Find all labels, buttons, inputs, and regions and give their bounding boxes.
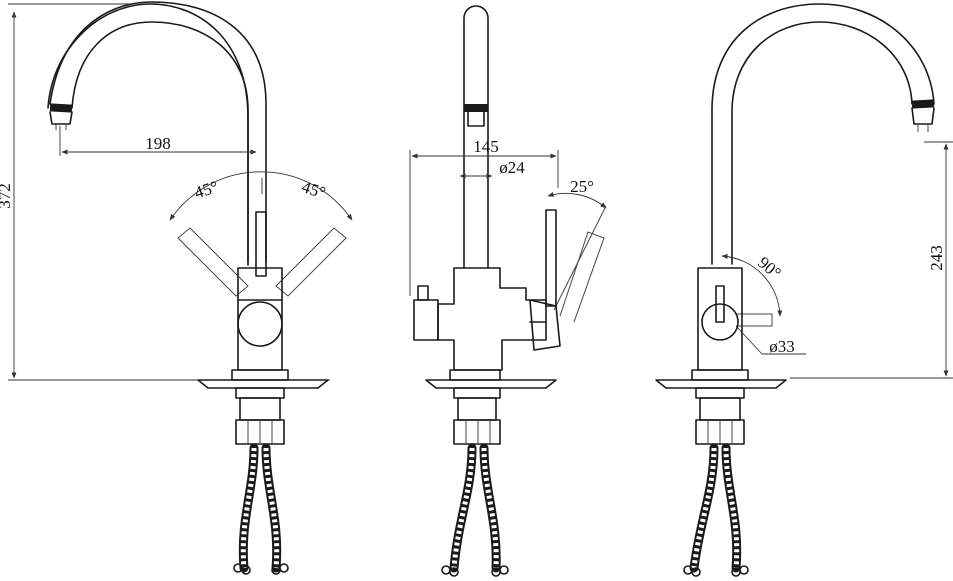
rear-body <box>697 267 743 371</box>
lever-angle-label: 25° <box>570 177 594 196</box>
rear-view: 243 90° ø33 <box>655 3 953 577</box>
lever-angle-right-label: 45° <box>299 177 328 202</box>
spout-height-label: 243 <box>927 245 946 271</box>
spout-reach-dimension: 198 <box>59 126 257 156</box>
front-hoses <box>233 443 289 575</box>
base-diameter-label: ø33 <box>769 337 795 356</box>
side-base <box>425 369 557 445</box>
side-view: 145 ø24 25° <box>409 5 607 577</box>
total-height-label: 372 <box>0 183 14 209</box>
front-spout <box>47 1 267 266</box>
overall-depth-label: 145 <box>473 137 499 156</box>
side-body <box>413 209 561 371</box>
base-diameter-dimension: ø33 <box>735 325 806 356</box>
spout-height-dimension: 243 <box>790 141 953 379</box>
rear-base <box>655 369 787 445</box>
body-diameter-label: ø24 <box>499 158 525 177</box>
front-view: 372 198 45° 45° <box>0 1 353 575</box>
side-hoses <box>441 443 509 577</box>
total-height-dimension: 372 <box>0 3 330 381</box>
front-body <box>237 211 283 371</box>
side-spout <box>463 5 489 269</box>
lever-rotation-label: 90° <box>754 253 784 283</box>
rear-hoses <box>683 443 749 577</box>
front-base <box>197 369 329 445</box>
body-diameter-dimension: ø24 <box>459 158 525 179</box>
lever-angle-dimension: 25° <box>547 177 607 323</box>
spout-reach-label: 198 <box>145 134 171 153</box>
rear-spout <box>711 3 935 265</box>
overall-depth-dimension: 145 <box>409 137 559 296</box>
lever-angle-arc: 45° 45° <box>169 171 353 297</box>
